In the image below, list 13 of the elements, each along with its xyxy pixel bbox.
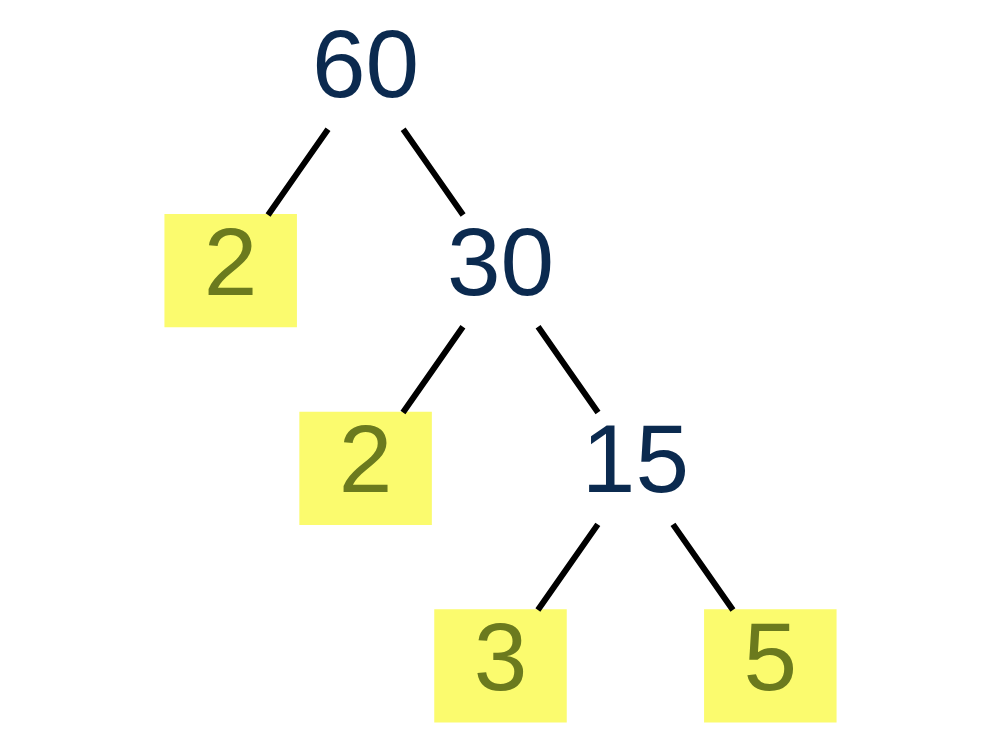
connector — [400, 127, 466, 217]
node-box: 2 — [164, 214, 297, 328]
node-text: 60 — [312, 10, 420, 118]
connector — [535, 325, 601, 415]
node-text: 15 — [581, 405, 689, 513]
node-box: 3 — [434, 609, 567, 723]
connector — [670, 522, 736, 612]
connector — [265, 127, 331, 217]
node-box: 5 — [704, 609, 837, 723]
connector — [400, 325, 466, 415]
node-text: 30 — [446, 207, 555, 315]
connector — [535, 522, 601, 612]
node-box: 2 — [299, 411, 432, 525]
